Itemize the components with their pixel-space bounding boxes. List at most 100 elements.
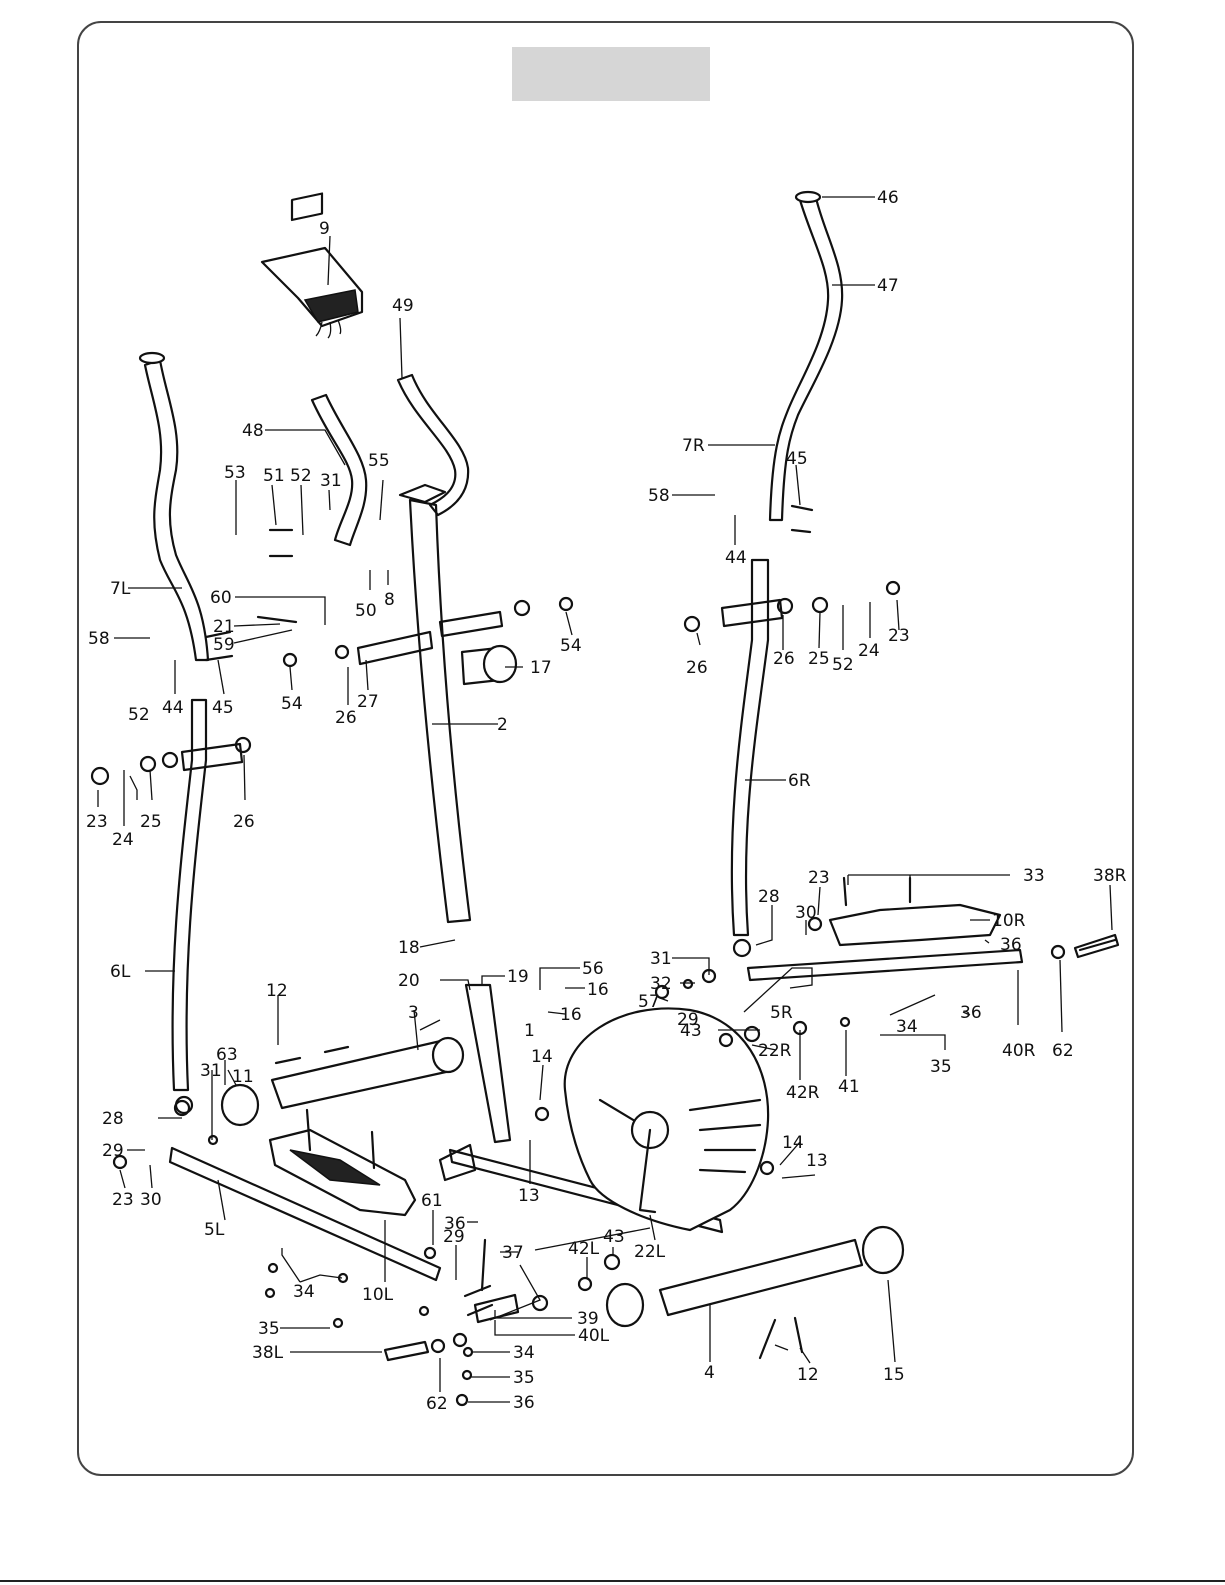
page-frame bbox=[77, 21, 1134, 1476]
end-cap-left bbox=[138, 351, 166, 365]
part-label: 24 bbox=[112, 830, 134, 850]
part-label: 16 bbox=[587, 980, 609, 1000]
part-label: 40L bbox=[578, 1326, 610, 1346]
part-label: 21 bbox=[213, 617, 235, 637]
part-label: 47 bbox=[877, 276, 899, 296]
part-label: 49 bbox=[392, 296, 414, 316]
part-label: 5L bbox=[204, 1220, 225, 1240]
part-label: 26 bbox=[233, 812, 255, 832]
part-label: 55 bbox=[368, 451, 390, 471]
part-label: 14 bbox=[531, 1047, 553, 1067]
part-label: 33 bbox=[1023, 866, 1045, 886]
part-label: 52 bbox=[832, 655, 854, 675]
bottom-rule bbox=[0, 1580, 1225, 1582]
part-label: 27 bbox=[357, 692, 379, 712]
part-label: 59 bbox=[213, 635, 235, 655]
part-label: 35 bbox=[930, 1057, 952, 1077]
part-label: 36 bbox=[1000, 935, 1022, 955]
part-label: 43 bbox=[603, 1227, 625, 1247]
part-label: 28 bbox=[102, 1109, 124, 1129]
part-label: 30 bbox=[795, 903, 817, 923]
right-handlebar-upper bbox=[768, 196, 844, 522]
part-label: 15 bbox=[883, 1365, 905, 1385]
part-drawings bbox=[90, 190, 1120, 1407]
part-label: 44 bbox=[725, 548, 747, 568]
title-box bbox=[512, 47, 710, 101]
part-label: 36 bbox=[960, 1003, 982, 1023]
part-label: 23 bbox=[112, 1190, 134, 1210]
part-label: 7L bbox=[110, 579, 131, 599]
part-label: 57 bbox=[638, 992, 660, 1012]
fixed-handlebar-48 bbox=[310, 393, 368, 547]
end-cap-46 bbox=[794, 190, 822, 204]
part-label: 50 bbox=[355, 601, 377, 621]
part-label: 13 bbox=[806, 1151, 828, 1171]
part-label: 7R bbox=[682, 436, 705, 456]
rear-stabilizer-3 bbox=[270, 1038, 457, 1110]
left-lower-arm-6L bbox=[171, 698, 208, 1092]
part-label: 25 bbox=[140, 812, 162, 832]
hardware bbox=[90, 580, 1066, 1407]
axle-38R bbox=[1073, 933, 1120, 959]
main-frame-1 bbox=[464, 983, 512, 1144]
connector-40L bbox=[473, 1293, 520, 1324]
part-label: 29 bbox=[443, 1227, 465, 1247]
part-label: 31 bbox=[320, 471, 342, 491]
wheel-11 bbox=[220, 1083, 260, 1127]
part-label: 26 bbox=[335, 708, 357, 728]
part-label: 35 bbox=[513, 1368, 535, 1388]
part-label: 58 bbox=[648, 486, 670, 506]
part-label: 45 bbox=[212, 698, 234, 718]
part-label: 56 bbox=[582, 959, 604, 979]
part-label: 1 bbox=[524, 1021, 535, 1041]
part-label: 38L bbox=[252, 1343, 284, 1363]
part-label: 52 bbox=[290, 466, 312, 486]
part-label: 10L bbox=[362, 1285, 394, 1305]
part-label: 12 bbox=[797, 1365, 819, 1385]
part-label: 2 bbox=[497, 715, 508, 735]
part-label: 4 bbox=[704, 1363, 715, 1383]
pedal-arm-5R bbox=[746, 948, 1024, 982]
part-label: 16 bbox=[560, 1005, 582, 1025]
part-label: 12 bbox=[266, 981, 288, 1001]
part-label: 39 bbox=[577, 1309, 599, 1329]
part-label: 23 bbox=[86, 812, 108, 832]
end-cap-15 bbox=[861, 1225, 905, 1275]
part-label: 42R bbox=[786, 1083, 820, 1103]
part-label: 34 bbox=[896, 1017, 918, 1037]
part-label: 32 bbox=[650, 974, 672, 994]
leader-lines bbox=[97, 196, 1113, 1403]
part-label: 36 bbox=[444, 1214, 466, 1234]
fixed-handlebar-49 bbox=[396, 373, 470, 517]
part-label: 26 bbox=[686, 658, 708, 678]
part-label: 13 bbox=[518, 1186, 540, 1206]
part-label: 31 bbox=[650, 949, 672, 969]
part-label: 5R bbox=[770, 1003, 793, 1023]
part-label: 26 bbox=[773, 649, 795, 669]
part-label: 51 bbox=[263, 466, 285, 486]
part-label: 45 bbox=[786, 449, 808, 469]
part-label: 29 bbox=[677, 1010, 699, 1030]
part-label: 48 bbox=[242, 421, 264, 441]
part-label: 25 bbox=[808, 649, 830, 669]
part-label: 23 bbox=[888, 626, 910, 646]
part-label: 22L bbox=[634, 1242, 666, 1262]
console-speaker bbox=[303, 289, 359, 323]
part-label: 41 bbox=[838, 1077, 860, 1097]
flywheel-housing bbox=[563, 1007, 770, 1232]
pivot-axle-27 bbox=[356, 630, 434, 666]
part-label: 22R bbox=[758, 1041, 792, 1061]
pedal-10R bbox=[828, 903, 1002, 947]
part-label: 37 bbox=[502, 1243, 524, 1263]
front-stabilizer-4 bbox=[658, 1238, 864, 1317]
part-label: 42L bbox=[568, 1239, 600, 1259]
part-label: 24 bbox=[858, 641, 880, 661]
part-label: 35 bbox=[258, 1319, 280, 1339]
part-label: 46 bbox=[877, 188, 899, 208]
part-label: 54 bbox=[281, 694, 303, 714]
part-label: 30 bbox=[140, 1190, 162, 1210]
part-label: 61 bbox=[421, 1191, 443, 1211]
end-cap-front-left bbox=[605, 1282, 645, 1328]
part-label: 14 bbox=[782, 1133, 804, 1153]
